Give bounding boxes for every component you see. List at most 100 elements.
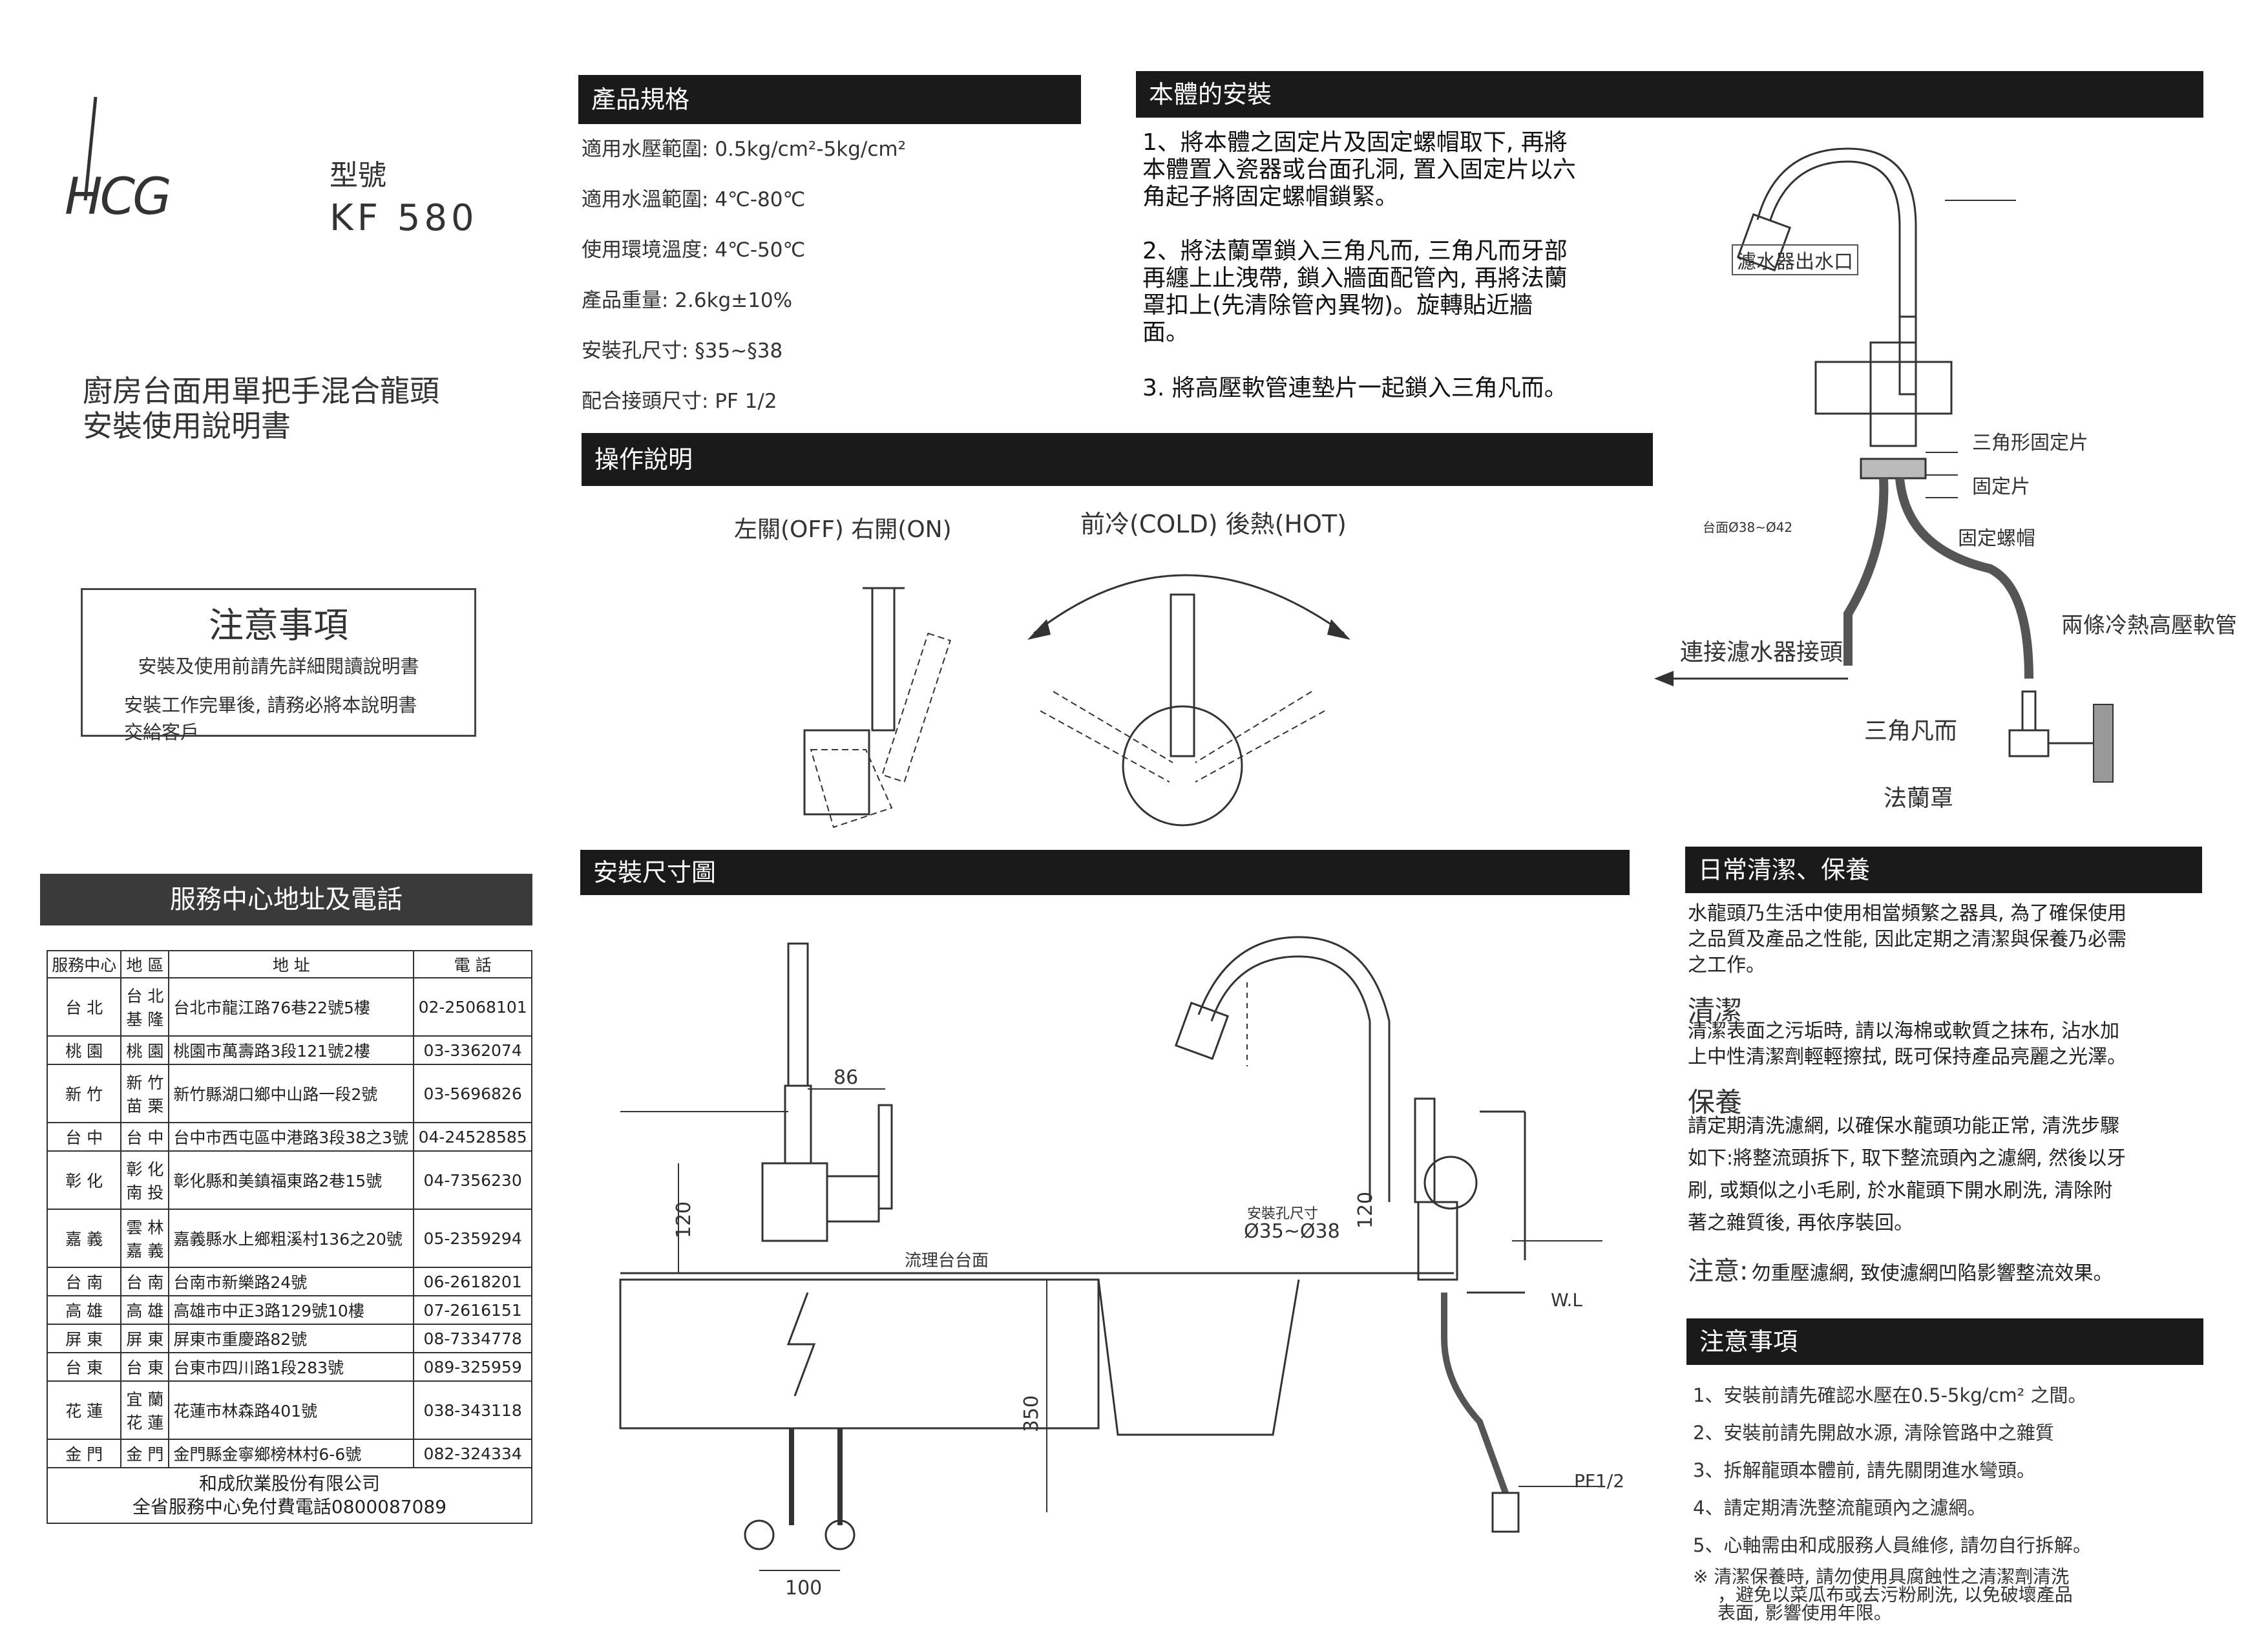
install-step-3: 3. 將高壓軟管連墊片一起鎖入三角凡而。 xyxy=(1142,375,1568,401)
doc-title-line2: 安裝使用說明書 xyxy=(83,408,291,443)
table-row: 嘉 義 雲 林 嘉 義 嘉義縣水上鄉粗溪村136之20號 05-2359294 xyxy=(46,1209,532,1268)
dimensions-title-text: 安裝尺寸圖 xyxy=(593,858,717,887)
cell-address: 台東市四川路1段283號 xyxy=(168,1352,415,1382)
dim-120-side: 120 xyxy=(1354,1191,1378,1229)
label-onoff: 左關(OFF) 右開(ON) xyxy=(734,516,952,543)
notice-line2b: 交給客戶 xyxy=(124,721,200,743)
notice-line2a: 安裝工作完畢後, 請務必將本說明書 xyxy=(124,694,417,716)
table-row: 桃 園 桃 園 桃園市萬壽路3段121號2樓 03-3362074 xyxy=(46,1035,532,1065)
body-install-title-text: 本體的安裝 xyxy=(1149,80,1272,109)
cell-phone: 089-325959 xyxy=(413,1352,532,1382)
label-fixing-plate: 固定片 xyxy=(1972,476,2030,498)
label-filter-connector: 連接濾水器接頭 xyxy=(1680,639,1843,666)
specs-list: 適用水壓範圍: 0.5kg/cm²-5kg/cm² 適用水溫範圍: 4℃-80℃… xyxy=(582,124,1079,427)
note-line3: 表面, 影響使用年限。 xyxy=(1717,1602,1892,1623)
maint-line3: 刷, 或類似之小毛刷, 於水龍頭下開水刷洗, 清除附 xyxy=(1688,1179,2113,1202)
label-filter-outlet: 濾水器出水口 xyxy=(1732,244,1858,275)
care-intro-line1: 水龍頭乃生活中使用相當頻繁之器具, 為了確保使用 xyxy=(1688,902,2127,925)
service-title-text: 服務中心地址及電話 xyxy=(170,885,403,914)
care-intro-line3: 之工作。 xyxy=(1688,954,1765,977)
header-area: 地 區 xyxy=(120,950,170,978)
cell-area: 屏 東 xyxy=(120,1324,170,1353)
cell-center: 台 中 xyxy=(46,1122,122,1152)
precautions-list: 1、安裝前請先確認水壓在0.5-5kg/cm² 之間。 2、安裝前請先開啟水源,… xyxy=(1693,1377,2203,1564)
maint-line1: 請定期清洗濾網, 以確保水龍頭功能正常, 清洗步驟 xyxy=(1688,1115,2120,1137)
table-row: 彰 化 彰 化 南 投 彰化縣和美鎮福東路2巷15號 04-7356230 xyxy=(46,1150,532,1210)
cell-area: 台 北 基 隆 xyxy=(120,977,170,1037)
list-item: 4、請定期清洗整流龍頭內之濾網。 xyxy=(1693,1497,1986,1519)
cell-phone: 06-2618201 xyxy=(413,1267,532,1296)
care-caution: 注意: 勿重壓濾網, 致使濾網凹陷影響整流效果。 xyxy=(1688,1250,2113,1287)
install-step-1: 1、將本體之固定片及固定螺帽取下, 再將 本體置入瓷器或台面孔洞, 置入固定片以… xyxy=(1142,129,1659,211)
cell-center: 台 北 xyxy=(46,977,122,1037)
notice-title: 注意事項 xyxy=(209,605,348,646)
model-number: KF 580 xyxy=(330,197,478,239)
table-row: 台 東 台 東 台東市四川路1段283號 089-325959 xyxy=(46,1352,532,1382)
header-center: 服務中心 xyxy=(46,950,122,978)
cell-address: 嘉義縣水上鄉粗溪村136之20號 xyxy=(168,1209,415,1268)
hole-size-value: Ø35~Ø38 xyxy=(1244,1220,1340,1243)
body-install-title: 本體的安裝 xyxy=(1136,71,2203,118)
sink-top-label: 流理台台面 xyxy=(905,1251,989,1271)
cell-phone: 03-3362074 xyxy=(413,1035,532,1065)
install-step-2: 2、將法蘭罩鎖入三角凡而, 三角凡而牙部 再纏上止洩帶, 鎖入牆面配管內, 再將… xyxy=(1142,238,1659,346)
list-item: 2、安裝前請先開啟水源, 清除管路中之雜質 xyxy=(1693,1422,2054,1444)
cell-address: 桃園市萬壽路3段121號2樓 xyxy=(168,1035,415,1065)
header-phone: 電 話 xyxy=(413,950,532,978)
step1-line2: 本體置入瓷器或台面孔洞, 置入固定片以六 xyxy=(1142,156,1576,183)
label-hole-size: 台面Ø38~Ø42 xyxy=(1703,520,1793,535)
list-item: 3、拆解龍頭本體前, 請先關閉進水彎頭。 xyxy=(1693,1459,2035,1481)
notice-box: 注意事項 安裝及使用前請先詳細閱讀說明書 安裝工作完畢後, 請務必將本說明書 交… xyxy=(81,588,476,743)
dim-120-front: 120 xyxy=(673,1201,696,1239)
cell-area: 桃 園 xyxy=(120,1035,170,1065)
step1-line3: 角起子將固定螺帽鎖緊。 xyxy=(1142,184,1399,210)
cell-address: 高雄市中正3路129號10樓 xyxy=(168,1295,415,1325)
cell-phone: 04-7356230 xyxy=(413,1150,532,1210)
label-fixing-nut: 固定螺帽 xyxy=(1958,527,2035,550)
company-name: 和成欣業股份有限公司 xyxy=(198,1473,380,1494)
cell-center: 嘉 義 xyxy=(46,1209,122,1268)
table-row: 高 雄 高 雄 高雄市中正3路129號10樓 07-2616151 xyxy=(46,1295,532,1325)
care-title-text: 日常清潔、保養 xyxy=(1698,856,1871,884)
table-row: 金 門 金 門 金門縣金寧鄉榜林村6-6號 082-324334 xyxy=(46,1439,532,1468)
header-address: 地 址 xyxy=(168,950,415,978)
cell-address: 台中市西屯區中港路3段38之3號 xyxy=(168,1122,415,1152)
cell-phone: 05-2359294 xyxy=(413,1209,532,1268)
clean-heading: 清潔 xyxy=(1688,995,1743,1026)
care-caution-text: 勿重壓濾網, 致使濾網凹陷影響整流效果。 xyxy=(1751,1262,2113,1285)
note-line2: ，避免以菜瓜布或去污粉刷洗, 以免破壞產品 xyxy=(1717,1584,2073,1605)
list-item: 1、安裝前請先確認水壓在0.5-5kg/cm² 之間。 xyxy=(1693,1384,2087,1406)
cell-center: 新 竹 xyxy=(46,1064,122,1123)
cell-area: 雲 林 嘉 義 xyxy=(120,1209,170,1268)
list-item: 5、心軸需由和成服務人員維修, 請勿自行拆解。 xyxy=(1693,1534,2092,1556)
service-footer-row: 和成欣業股份有限公司 全省服務中心免付費電話0800087089 xyxy=(47,1467,532,1524)
doc-title-line1: 廚房台面用單把手混合龍頭 xyxy=(83,374,439,408)
care-intro: 水龍頭乃生活中使用相當頻繁之器具, 為了確保使用 之品質及產品之性能, 因此定期… xyxy=(1688,901,2205,978)
maint-text: 請定期清洗濾網, 以確保水龍頭功能正常, 清洗步驟 如下:將整流頭拆下, 取下整… xyxy=(1688,1110,2205,1240)
cell-center: 屏 東 xyxy=(46,1324,122,1353)
cell-address: 台北市龍江路76巷22號5樓 xyxy=(168,977,415,1037)
cell-area: 宜 蘭 花 蓮 xyxy=(120,1380,170,1440)
cell-area: 台 中 xyxy=(120,1122,170,1152)
cell-center: 彰 化 xyxy=(46,1150,122,1210)
cell-address: 花蓮市林森路401號 xyxy=(168,1380,415,1440)
step2-line3: 罩扣上(先清除管內異物)。旋轉貼近牆 xyxy=(1142,292,1533,319)
label-angle-valve: 三角凡而 xyxy=(1864,718,1958,745)
doc-title: 廚房台面用單把手混合龍頭 安裝使用說明書 xyxy=(83,374,439,443)
cell-center: 桃 園 xyxy=(46,1035,122,1065)
step2-line2: 再纏上止洩帶, 鎖入牆面配管內, 再將法蘭 xyxy=(1142,265,1568,291)
hotline: 全省服務中心免付費電話0800087089 xyxy=(132,1496,447,1517)
dimension-front-view xyxy=(619,942,1111,1571)
clean-line2: 上中性清潔劑輕輕擦拭, 既可保持產品亮麗之光澤。 xyxy=(1688,1046,2127,1068)
service-title: 服務中心地址及電話 xyxy=(40,874,532,925)
cell-phone: 03-5696826 xyxy=(413,1064,532,1123)
faucet-install-diagram xyxy=(1654,147,2114,783)
care-title: 日常清潔、保養 xyxy=(1685,847,2202,893)
spec-pressure: 適用水壓範圍: 0.5kg/cm²-5kg/cm² xyxy=(582,138,906,161)
step2-line1: 2、將法蘭罩鎖入三角凡而, 三角凡而牙部 xyxy=(1142,238,1568,264)
specs-title: 產品規格 xyxy=(578,75,1081,124)
cell-address: 台南市新樂路24號 xyxy=(168,1267,415,1296)
cell-area: 台 南 xyxy=(120,1267,170,1296)
model-label: 型號 xyxy=(330,159,386,192)
cell-center: 金 門 xyxy=(46,1439,122,1468)
